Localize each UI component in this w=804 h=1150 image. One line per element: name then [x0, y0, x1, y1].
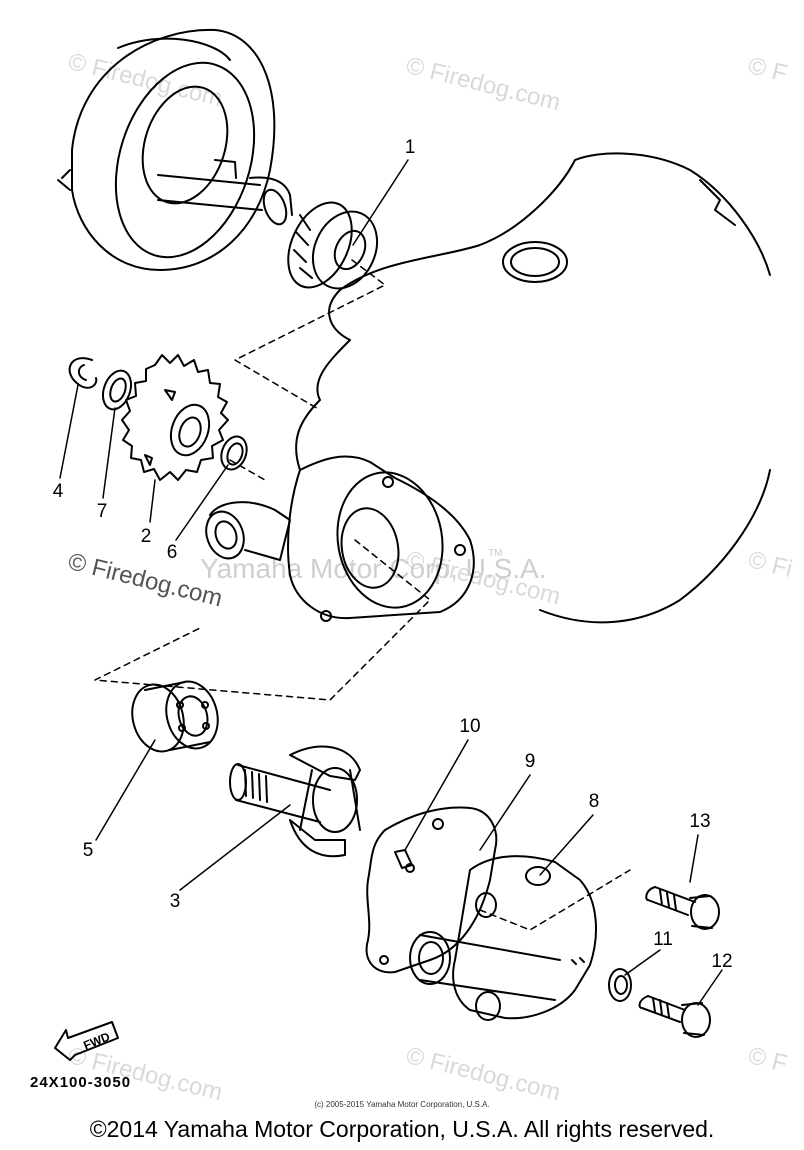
- callout-13: 13: [689, 811, 711, 832]
- pump-cover: [409, 855, 597, 1021]
- bolt-12: [638, 995, 711, 1038]
- callout-11: 11: [653, 929, 673, 950]
- small-copyright: (c) 2005-2015 Yamaha Motor Corporation, …: [314, 1100, 490, 1109]
- dowel-pin: [394, 849, 413, 869]
- washer-11: [608, 968, 632, 1002]
- callout-4: 4: [52, 481, 64, 502]
- bearing: [131, 680, 219, 753]
- watermark-company: Yamaha Motor Corp, U.S.A.: [200, 553, 547, 584]
- impeller-shaft: [229, 745, 361, 858]
- washer: [101, 369, 133, 411]
- callout-3: 3: [169, 891, 181, 912]
- callout-12: 12: [711, 951, 733, 972]
- pump-drive-gear: [287, 201, 379, 290]
- rotor-housing: [57, 28, 293, 271]
- sprocket: [121, 354, 229, 481]
- callout-2: 2: [140, 526, 152, 547]
- bolt-13: [645, 886, 720, 930]
- fwd-arrow-icon: [54, 1021, 119, 1061]
- callout-6: 6: [166, 542, 178, 563]
- callout-7: 7: [96, 501, 108, 522]
- diagram-code: 24X100-3050: [30, 1074, 132, 1091]
- gasket: [365, 806, 498, 974]
- leader-lines: [59, 159, 723, 1006]
- footer-copyright: ©2014 Yamaha Motor Corporation, U.S.A. A…: [89, 1116, 715, 1142]
- oil-seal: [220, 435, 248, 471]
- callout-9: 9: [524, 751, 536, 772]
- pump-housing-body: [205, 455, 475, 622]
- circlip: [68, 357, 98, 389]
- crankcase-outline: [295, 152, 771, 624]
- callout-5: 5: [82, 840, 94, 861]
- callout-1: 1: [404, 137, 416, 158]
- watermark-trademark: TM: [488, 548, 503, 559]
- callout-8: 8: [588, 791, 600, 812]
- callout-10: 10: [459, 716, 481, 737]
